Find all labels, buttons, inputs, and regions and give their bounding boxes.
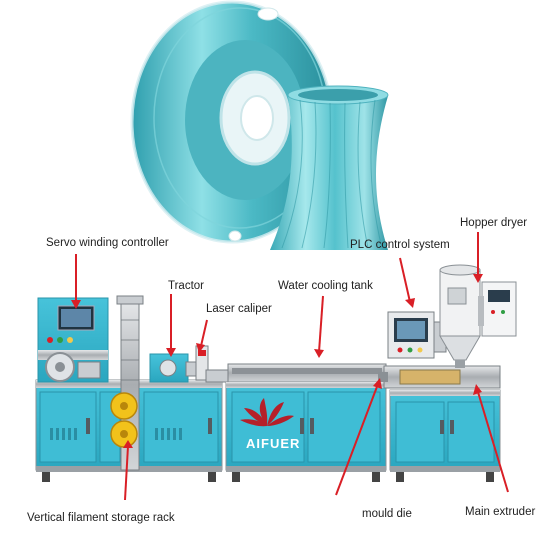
label-laser-caliper: Laser caliper — [206, 303, 272, 315]
aifuer-logo-mark — [240, 398, 294, 427]
label-water-cooling-tank: Water cooling tank — [278, 280, 373, 292]
leader-lines — [71, 232, 509, 501]
filament-storage-rack — [110, 295, 144, 471]
laser-caliper-unit — [195, 345, 233, 383]
label-mould-die: mould die — [362, 508, 412, 520]
brand-name: AIFUER — [246, 436, 301, 451]
label-main-extruder: Main extruder — [465, 506, 536, 518]
hopper-dryer — [439, 264, 517, 368]
extruder-cabinet — [378, 365, 501, 482]
printed-vase — [270, 85, 389, 250]
water-cooling-tank — [225, 363, 387, 482]
label-tractor: Tractor — [168, 280, 204, 292]
plc-control-panel — [387, 311, 447, 359]
label-hopper-dryer: Hopper dryer — [460, 217, 528, 229]
filament-spool — [130, 0, 334, 244]
tractor-unit — [149, 353, 199, 383]
servo-controller-box — [37, 297, 109, 383]
label-vertical-filament-storage-rack: Vertical filament storage rack — [27, 512, 175, 524]
label-plc-control-system: PLC control system — [350, 239, 450, 251]
label-servo-winding-controller: Servo winding controller — [46, 237, 169, 249]
